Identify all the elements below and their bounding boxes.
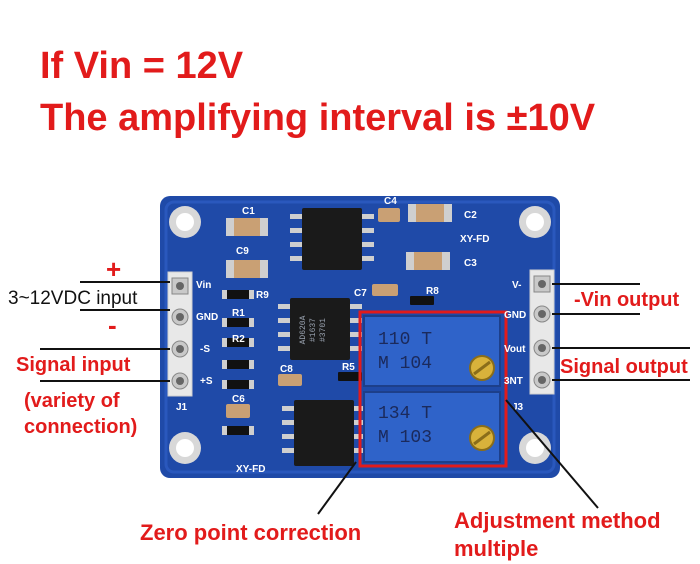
supply-input-label: 3~12VDC input (8, 288, 138, 309)
label-r5: R5 (342, 362, 355, 373)
label-r8: R8 (426, 286, 439, 297)
chip-marking-1: AD620A (299, 315, 308, 344)
pin-label-vin: Vin (196, 280, 211, 291)
chip-top (290, 208, 374, 270)
silkscreen-labels: C1 C2 C3 C4 C6 C7 C8 C9 R1 R2 R5 R8 R9 X… (176, 196, 526, 475)
signal-output-label: Signal output (560, 356, 688, 378)
right-header-pins (533, 275, 551, 389)
label-c6: C6 (232, 394, 245, 405)
potentiometer-bottom: 134 T M 103 (363, 391, 501, 463)
mounting-holes (169, 206, 551, 464)
label-model-bottom: XY-FD (236, 464, 265, 475)
wire-lines (40, 281, 690, 382)
label-c3: C3 (464, 258, 477, 269)
pin-label-minus-s: -S (200, 344, 210, 355)
pot-highlight-box (358, 310, 508, 468)
pot-bottom-line-1: 134 T (378, 404, 432, 424)
capacitors (226, 204, 452, 418)
headline-line-2: The amplifying interval is ±10V (40, 97, 596, 139)
pin-label-plus-s: +S (200, 376, 213, 387)
neg-vin-output-label: -Vin output (574, 289, 680, 311)
label-c2: C2 (464, 210, 477, 221)
variety-line-2: connection) (24, 416, 138, 438)
chip-marking-3: #3701 (319, 318, 328, 342)
pot-top-line-1: 110 T (378, 330, 432, 350)
potentiometer-top: 110 T M 104 (363, 315, 501, 387)
adjustment-line-1: Adjustment method (454, 508, 661, 533)
label-r1: R1 (232, 308, 245, 319)
chip-bottom (282, 400, 366, 466)
chip-marking-2: #1637 (309, 318, 318, 342)
label-r2: R2 (232, 334, 245, 345)
pot-bottom-line-2: M 103 (378, 428, 432, 448)
pointer-lines (317, 399, 599, 515)
pin-label-gnd-right: GND (504, 310, 526, 321)
label-r9: R9 (256, 290, 269, 301)
variety-line-1: (variety of (24, 390, 120, 412)
pin-label-gnd-left: GND (196, 312, 218, 323)
zero-point-label: Zero point correction (140, 520, 362, 545)
pot-top-line-2: M 104 (378, 354, 432, 374)
adjustment-line-2: multiple (454, 536, 539, 561)
headline-line-1: If Vin = 12V (40, 45, 244, 87)
pin-label-3nt: 3NT (504, 376, 523, 387)
label-c9: C9 (236, 246, 249, 257)
label-c1: C1 (242, 206, 255, 217)
minus-sign: - (108, 310, 117, 340)
label-c7: C7 (354, 288, 367, 299)
pin-label-v-minus: V- (512, 280, 521, 291)
left-header-pins (171, 277, 189, 390)
chip-amplifier: AD620A #1637 #3701 (278, 298, 362, 360)
label-model-top: XY-FD (460, 234, 489, 245)
label-c8: C8 (280, 364, 293, 375)
label-c4: C4 (384, 196, 397, 207)
signal-input-label: Signal input (16, 354, 131, 376)
label-j1: J1 (176, 402, 188, 413)
plus-sign: + (106, 254, 122, 284)
pin-label-vout: Vout (504, 344, 526, 355)
resistors (226, 290, 434, 435)
label-j3: J3 (512, 402, 524, 413)
